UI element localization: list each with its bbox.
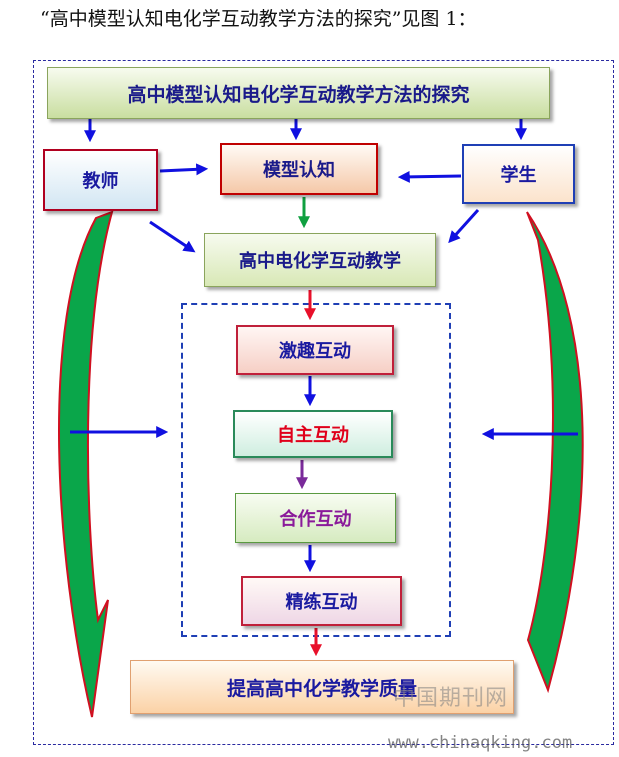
outer-dashed-frame	[33, 60, 614, 745]
chem-interactive-box: 高中电化学互动教学	[204, 233, 436, 287]
quality-box: 提高高中化学教学质量	[130, 660, 514, 714]
arrow-teacher-chem	[149, 220, 196, 253]
model-cognition-box: 模型认知	[220, 143, 378, 195]
right-curved-arrow	[526, 211, 584, 694]
arrow-teacher-model	[159, 163, 209, 176]
watermark-cn: 中国期刊网	[393, 686, 509, 711]
left-curved-arrow	[58, 210, 114, 718]
step-interest-box: 激趣互动	[236, 325, 394, 375]
diagram-title-box: 高中模型认知电化学互动教学方法的探究	[47, 67, 550, 119]
arrow-student-chem	[448, 208, 480, 244]
teacher-box: 教师	[43, 149, 158, 211]
watermark-url: www.chinaqking.com	[388, 733, 573, 753]
step-cooperative-box: 合作互动	[235, 493, 396, 543]
step-practice-box: 精练互动	[241, 576, 402, 626]
figure-caption: “高中模型认知电化学互动教学方法的探究”见图 1：	[40, 8, 477, 30]
step-autonomous-box: 自主互动	[233, 410, 393, 458]
student-box: 学生	[462, 144, 575, 204]
arrow-student-model	[397, 170, 462, 183]
